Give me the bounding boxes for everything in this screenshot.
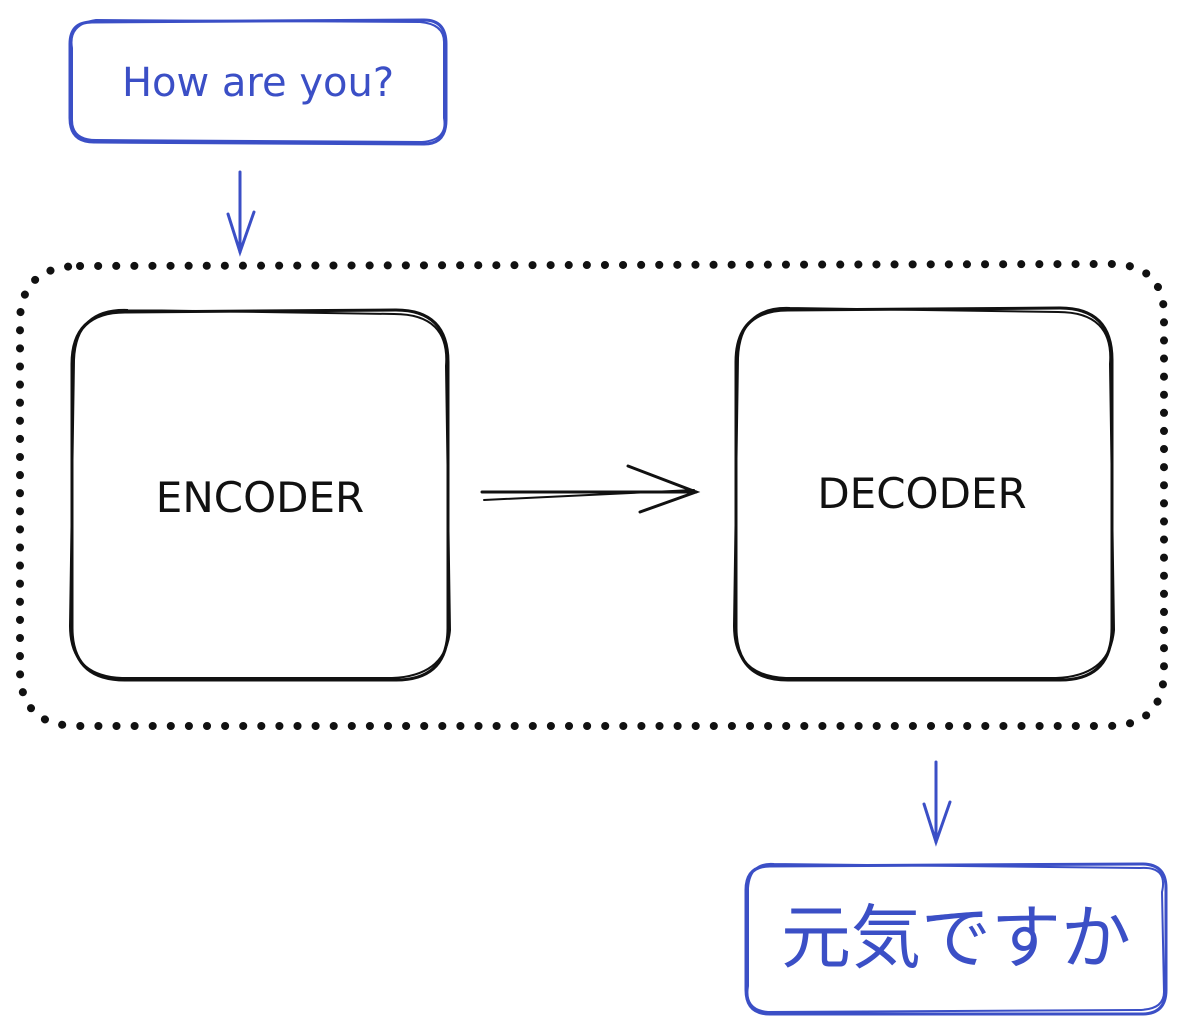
output-label: 元気ですか [781,897,1131,979]
encoder-to-decoder-arrow [480,464,701,514]
output-arrow [922,760,952,847]
input-label: How are you? [122,60,394,106]
decoder-label: DECODER [817,469,1026,518]
decoder-box [732,306,1116,682]
model-container [16,259,1169,730]
input-arrow [226,170,256,257]
output-box [744,862,1168,1016]
encoder-box [68,308,452,682]
input-box [68,18,448,146]
encoder-label: ENCODER [156,473,364,522]
